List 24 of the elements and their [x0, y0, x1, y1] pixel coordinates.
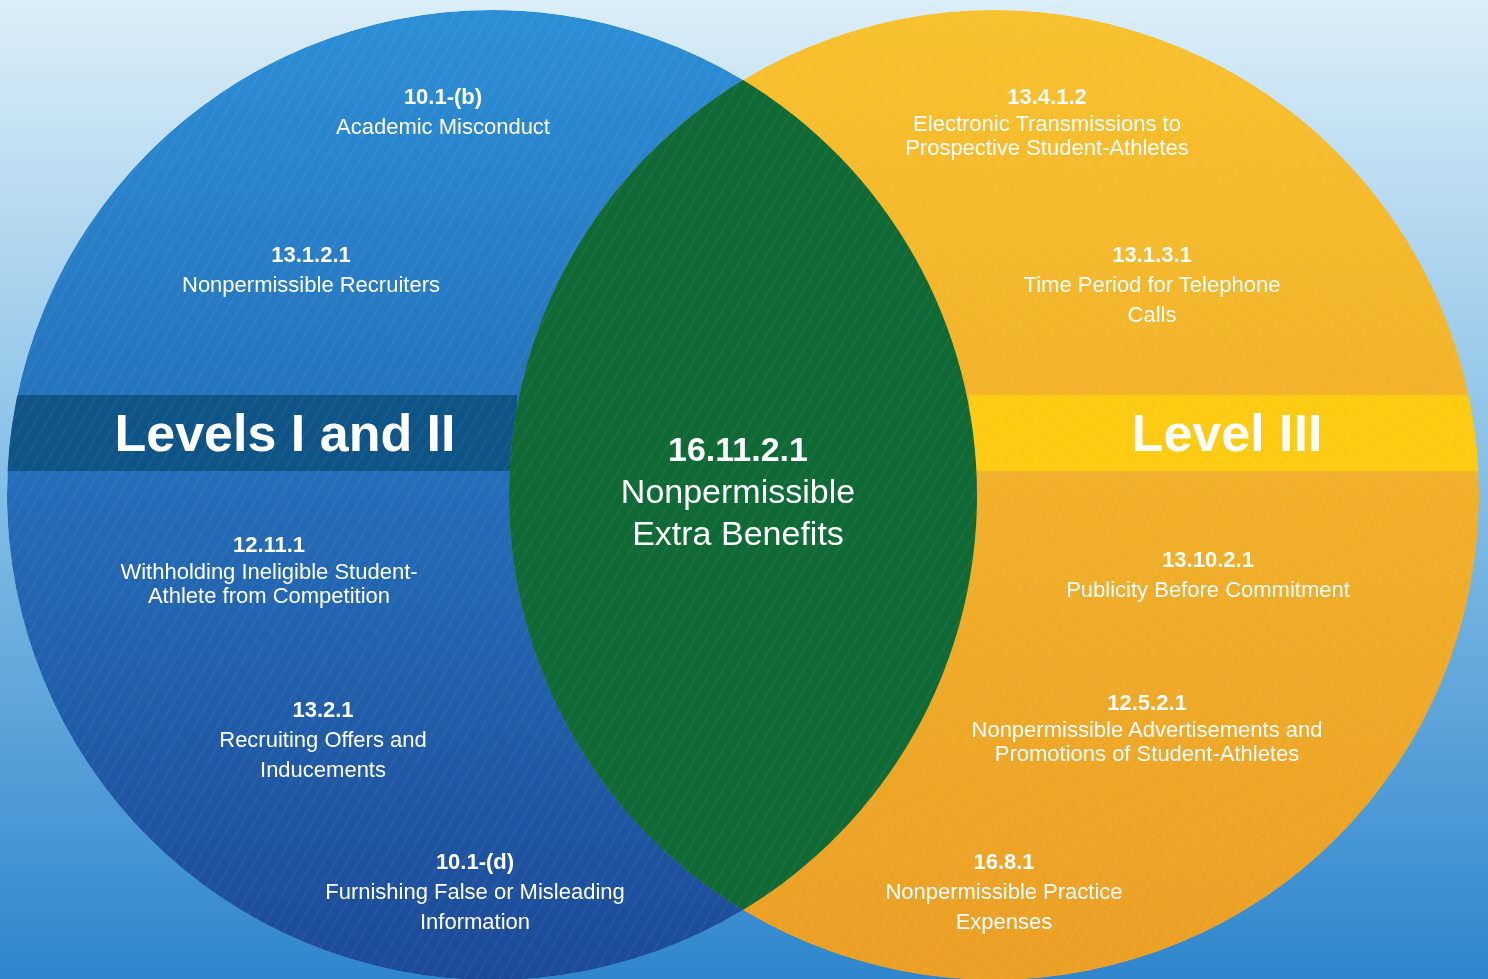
rule-number: 13.4.1.2 — [1006, 83, 1088, 111]
rule-title: Academic Misconduct — [335, 113, 551, 141]
rule-title: Time Period for Telephone Calls — [1022, 271, 1282, 329]
rule-title: Nonpermissible Practice Expenses — [884, 878, 1124, 936]
rule-title: Electronic Transmissions to Prospective Student-Athletes — [904, 112, 1190, 160]
rule-number: 12.11.1 — [231, 531, 307, 559]
rule-number: 10.1-(d) — [434, 848, 516, 876]
band-heading: Levels I and II — [114, 403, 456, 463]
rule-number: 16.11.2.1 — [667, 429, 809, 470]
rule-title: Nonpermissible Advertisements and Promotions of Student-Athletes — [970, 718, 1324, 766]
rule-number: 13.1.3.1 — [1111, 241, 1193, 269]
rule-number: 13.10.2.1 — [1161, 546, 1255, 574]
rule-title: Recruiting Offers and Inducements — [218, 726, 428, 784]
rule-title: Withholding Ineligible Student-Athlete from Competition — [119, 560, 419, 608]
band-heading: Level III — [1131, 403, 1323, 463]
rule-number: 12.5.2.1 — [1106, 689, 1188, 717]
rule-number: 13.2.1 — [291, 696, 355, 724]
rule-title: Publicity Before Commitment — [1065, 576, 1351, 604]
rule-number: 13.1.2.1 — [270, 241, 352, 269]
rule-title: Nonpermissible Recruiters — [181, 271, 441, 299]
rule-number: 16.8.1 — [972, 848, 1036, 876]
rule-number: 10.1-(b) — [402, 83, 484, 111]
rule-title: Nonpermissible Extra Benefits — [619, 471, 857, 554]
rule-title: Furnishing False or Misleading Information — [324, 878, 626, 936]
